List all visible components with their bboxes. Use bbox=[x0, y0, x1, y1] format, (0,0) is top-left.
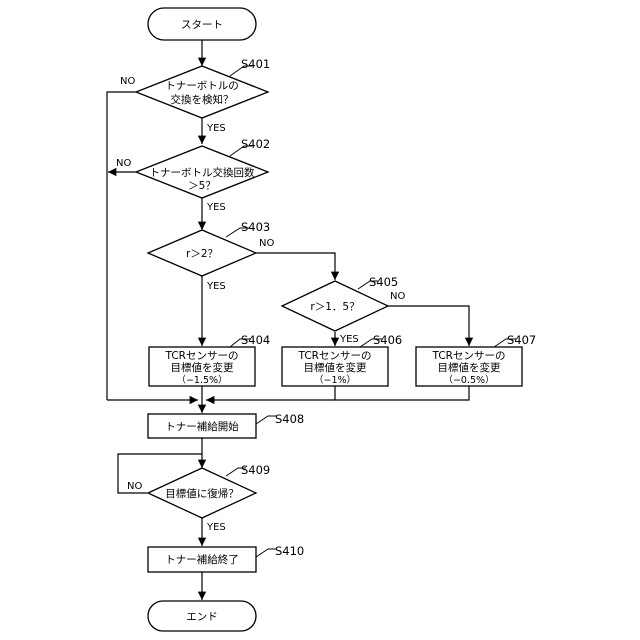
s406-line-1: TCRセンサーの bbox=[298, 350, 372, 362]
s403-line-1: r＞2？ bbox=[186, 248, 218, 260]
edge-s401-no bbox=[107, 92, 136, 400]
s403-step-id: S403 bbox=[241, 220, 270, 234]
connectors bbox=[107, 40, 469, 600]
end-terminal: エンド bbox=[148, 601, 256, 631]
start-label: スタート bbox=[181, 19, 223, 31]
process-s408: トナー補給開始 S408 bbox=[148, 412, 304, 438]
s402-line-2: ＞5？ bbox=[188, 180, 216, 192]
edge-s406-merge bbox=[206, 386, 335, 400]
edge-s403-s405 bbox=[256, 253, 335, 280]
s408-line-1: トナー補給開始 bbox=[165, 420, 239, 433]
s409-line-1: 目標値に復帰？ bbox=[165, 487, 239, 500]
decision-s401: トナーボトルの 交換を検知？ S401 bbox=[136, 57, 270, 118]
s407-line-1: TCRセンサーの bbox=[432, 350, 506, 362]
branch-yes-s403: YES bbox=[206, 281, 226, 292]
s406-step-id: S406 bbox=[373, 333, 402, 347]
s410-step-id: S410 bbox=[275, 544, 304, 558]
s402-step-id: S402 bbox=[241, 137, 270, 151]
s407-line-3: （−0.5%） bbox=[443, 374, 494, 386]
edge-s407-merge bbox=[335, 386, 469, 400]
branch-no-s403: NO bbox=[259, 238, 274, 249]
s404-step-id: S404 bbox=[241, 333, 270, 347]
process-s404: TCRセンサーの 目標値を変更 （−1.5%） S404 bbox=[149, 333, 270, 386]
process-s407: TCRセンサーの 目標値を変更 （−0.5%） S407 bbox=[416, 333, 536, 386]
branch-no-s401: NO bbox=[120, 76, 135, 87]
s410-line-1: トナー補給終了 bbox=[165, 553, 239, 566]
s406-line-2: 目標値を変更 bbox=[304, 361, 367, 374]
branch-yes-s401: YES bbox=[206, 123, 226, 134]
s408-step-id: S408 bbox=[275, 412, 304, 426]
s408-leader bbox=[256, 416, 276, 424]
s406-line-3: （−1%） bbox=[314, 374, 356, 386]
decision-s409: 目標値に復帰？ S409 bbox=[148, 463, 270, 518]
branch-yes-s402: YES bbox=[206, 202, 226, 213]
branch-yes-s409: YES bbox=[206, 522, 226, 533]
branch-yes-s405: YES bbox=[339, 334, 359, 345]
s405-line-1: r＞1．5？ bbox=[310, 301, 359, 313]
s404-line-2: 目標値を変更 bbox=[171, 361, 234, 374]
s404-line-3: （−1.5%） bbox=[176, 374, 227, 386]
s407-step-id: S407 bbox=[507, 333, 536, 347]
s409-step-id: S409 bbox=[241, 463, 270, 477]
s402-line-1: トナーボトル交換回数 bbox=[150, 166, 255, 179]
s410-leader bbox=[256, 549, 276, 557]
s404-line-1: TCRセンサーの bbox=[165, 350, 239, 362]
decision-s402: トナーボトル交換回数 ＞5？ S402 bbox=[136, 137, 270, 198]
start-terminal: スタート bbox=[148, 8, 256, 40]
decision-s405: r＞1．5？ S405 bbox=[282, 275, 398, 331]
decision-s403: r＞2？ S403 bbox=[148, 220, 270, 276]
s405-step-id: S405 bbox=[369, 275, 398, 289]
s401-step-id: S401 bbox=[241, 57, 270, 71]
s407-line-2: 目標値を変更 bbox=[438, 361, 501, 374]
process-s410: トナー補給終了 S410 bbox=[148, 544, 304, 572]
s401-line-1: トナーボトルの bbox=[165, 80, 239, 92]
branch-no-s405: NO bbox=[390, 291, 405, 302]
end-label: エンド bbox=[186, 611, 218, 623]
s401-line-2: 交換を検知？ bbox=[171, 93, 234, 106]
branch-no-s409: NO bbox=[127, 481, 142, 492]
branch-no-s402: NO bbox=[116, 158, 131, 169]
